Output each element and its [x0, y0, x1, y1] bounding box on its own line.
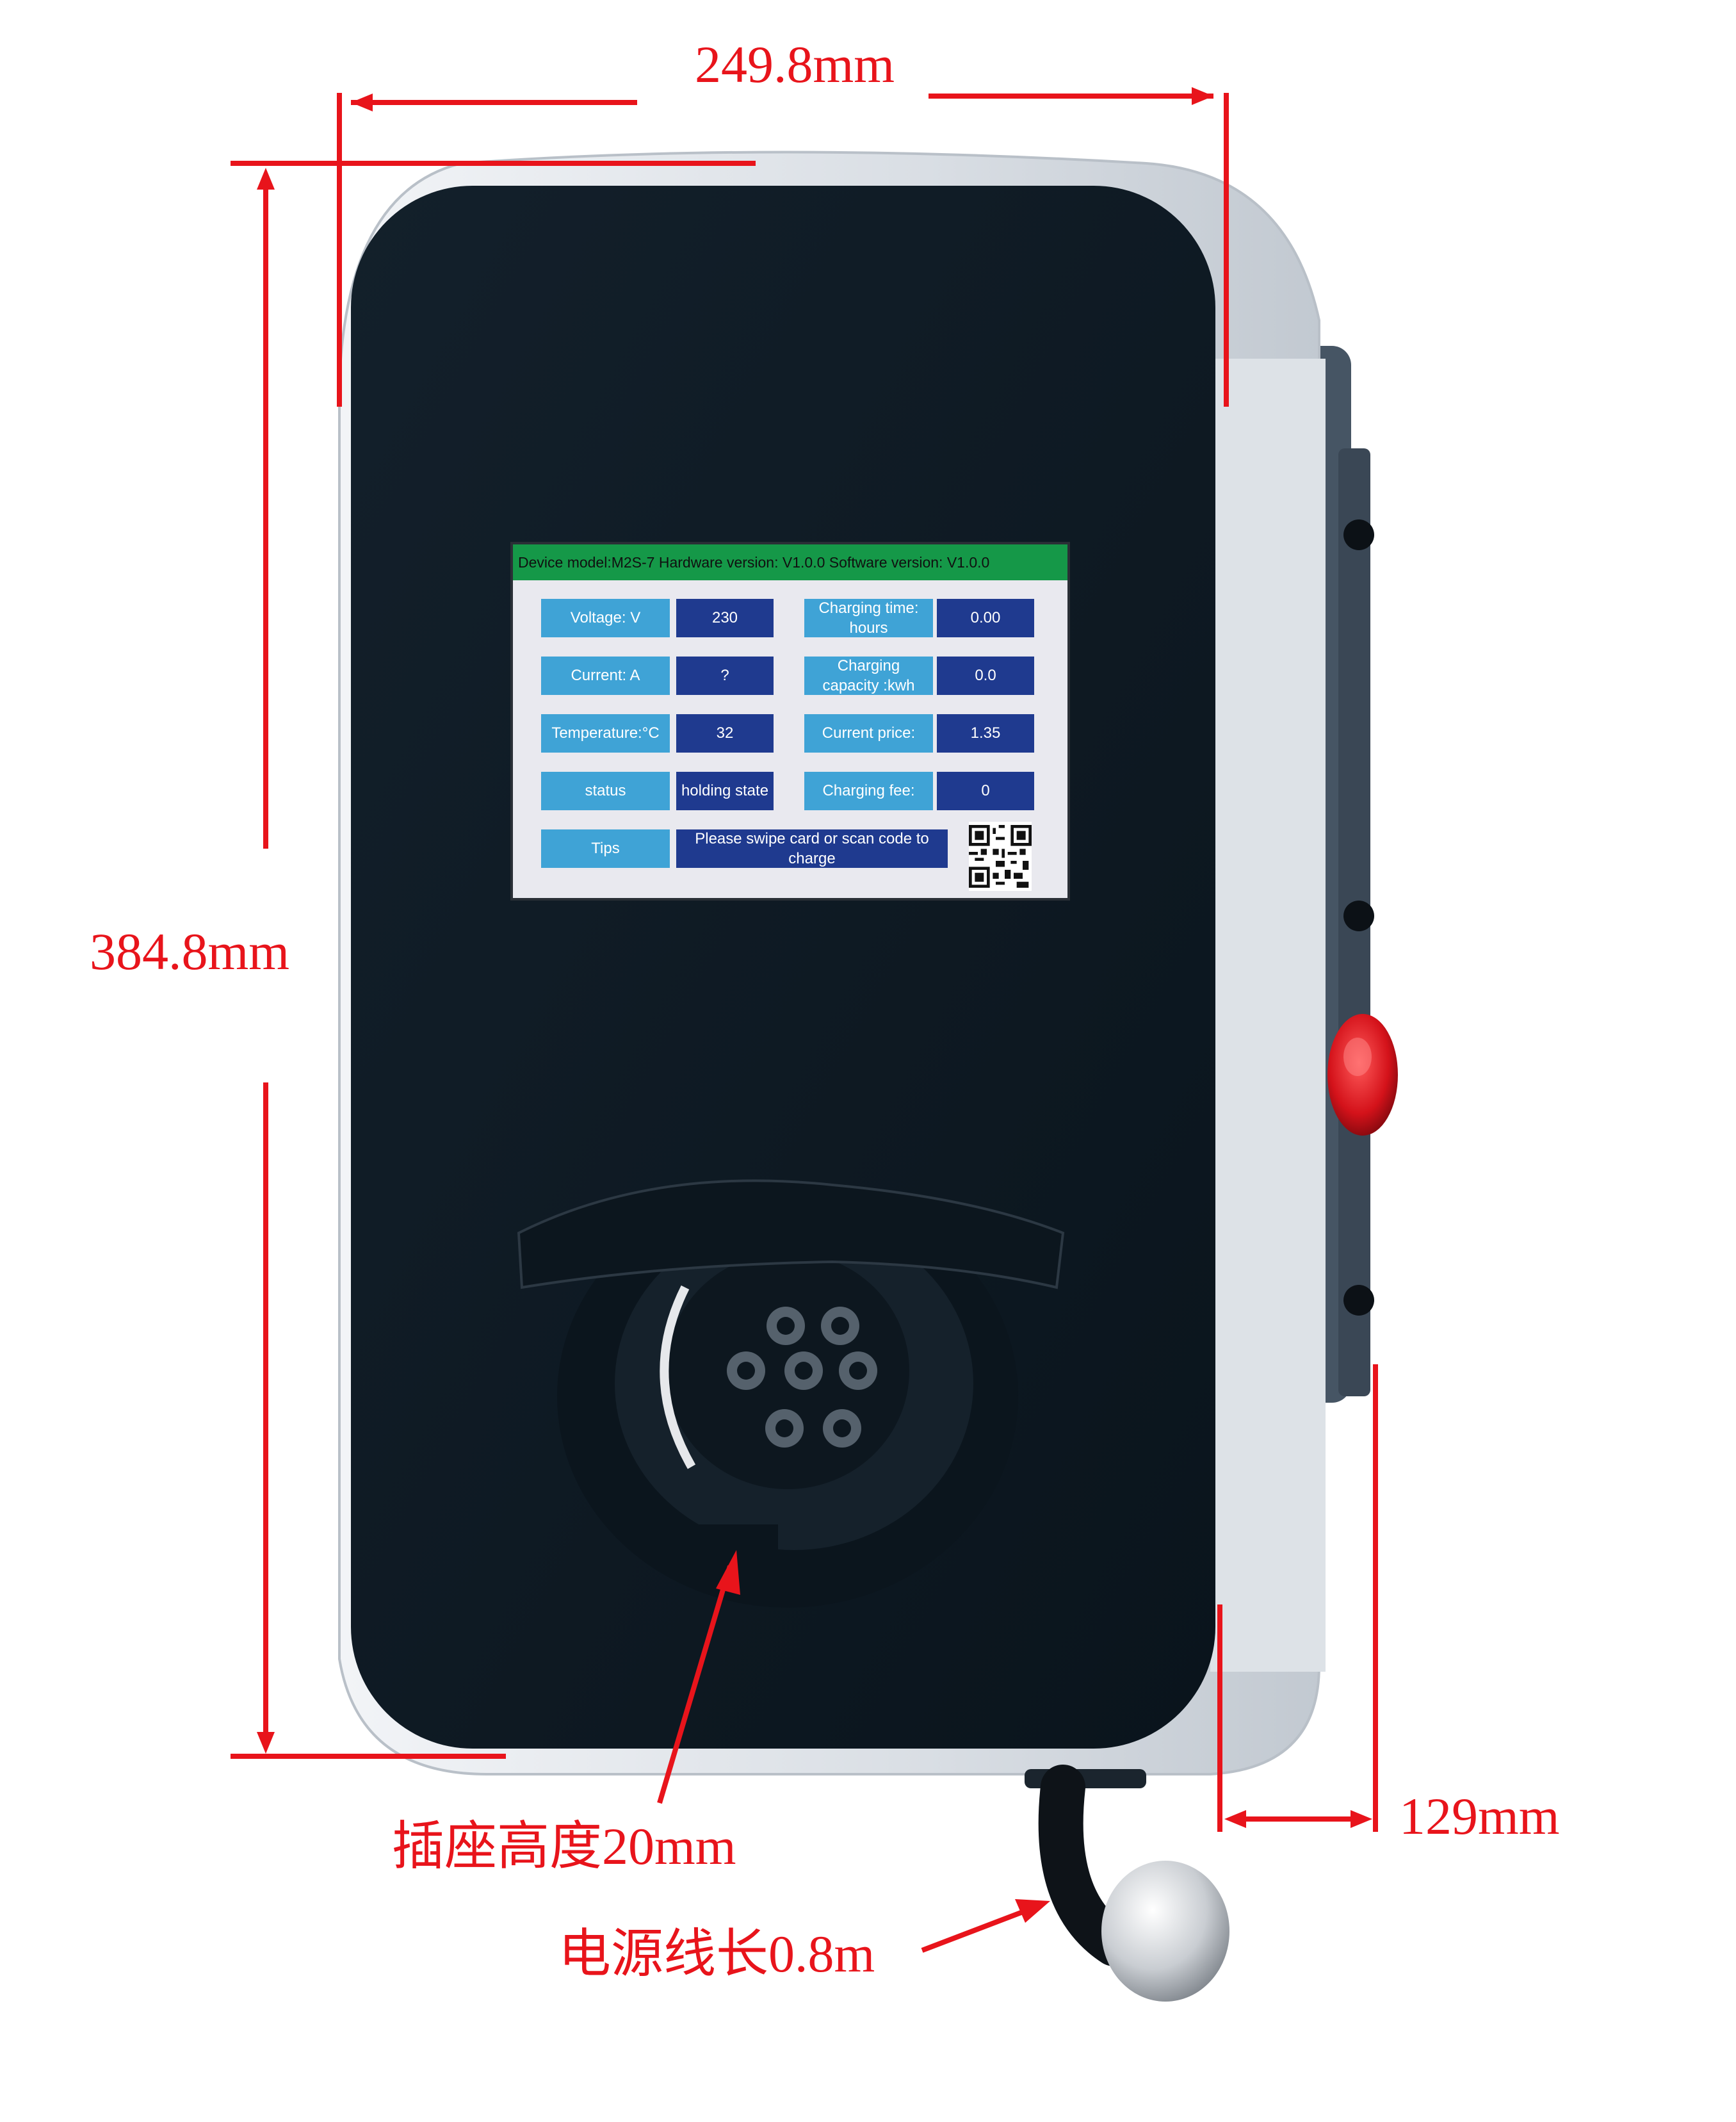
dimension-lines [231, 93, 1378, 1953]
depth-dimension-label: 129mm [1399, 1787, 1560, 1845]
charging-fee-value: 0 [937, 772, 1034, 810]
voltage-value: 230 [676, 599, 774, 637]
current-label: Current: A [541, 657, 670, 695]
charging-fee-label: Charging fee: [804, 772, 933, 810]
screen-header: Device model:M2S-7 Hardware version: V1.… [513, 544, 1067, 580]
tips-text: Please swipe card or scan code to charge [676, 829, 948, 868]
current-price-label: Current price: [804, 714, 933, 753]
charging-time-label: Charging time: hours [804, 599, 933, 637]
dimension-arrowheads [257, 87, 1372, 1923]
qr-code-icon[interactable] [969, 822, 1032, 891]
tips-label: Tips [541, 829, 670, 868]
status-label: status [541, 772, 670, 810]
height-dimension-label: 384.8mm [90, 922, 290, 981]
charging-capacity-value: 0.0 [937, 657, 1034, 695]
cable-length-label: 电源线长0.8m [558, 1925, 875, 1983]
socket-height-label: 插座高度20mm [392, 1817, 736, 1875]
current-value: ? [676, 657, 774, 695]
lcd-screen: Device model:M2S-7 Hardware version: V1.… [510, 542, 1070, 901]
charging-capacity-label: Charging capacity :kwh [804, 657, 933, 695]
width-dimension-label: 249.8mm [695, 35, 895, 94]
status-value: holding state [676, 772, 774, 810]
mounting-hole-icon [1343, 519, 1374, 1316]
charging-time-value: 0.00 [937, 599, 1034, 637]
current-price-value: 1.35 [937, 714, 1034, 753]
socket-cover-icon[interactable] [517, 1179, 1065, 1289]
power-cable-icon [1025, 1765, 1229, 2002]
emergency-stop-button[interactable] [1327, 1014, 1398, 1136]
temperature-label: Temperature:°C [541, 714, 670, 753]
temperature-value: 32 [676, 714, 774, 753]
voltage-label: Voltage: V [541, 599, 670, 637]
type2-charging-socket-icon [557, 1185, 1018, 1608]
